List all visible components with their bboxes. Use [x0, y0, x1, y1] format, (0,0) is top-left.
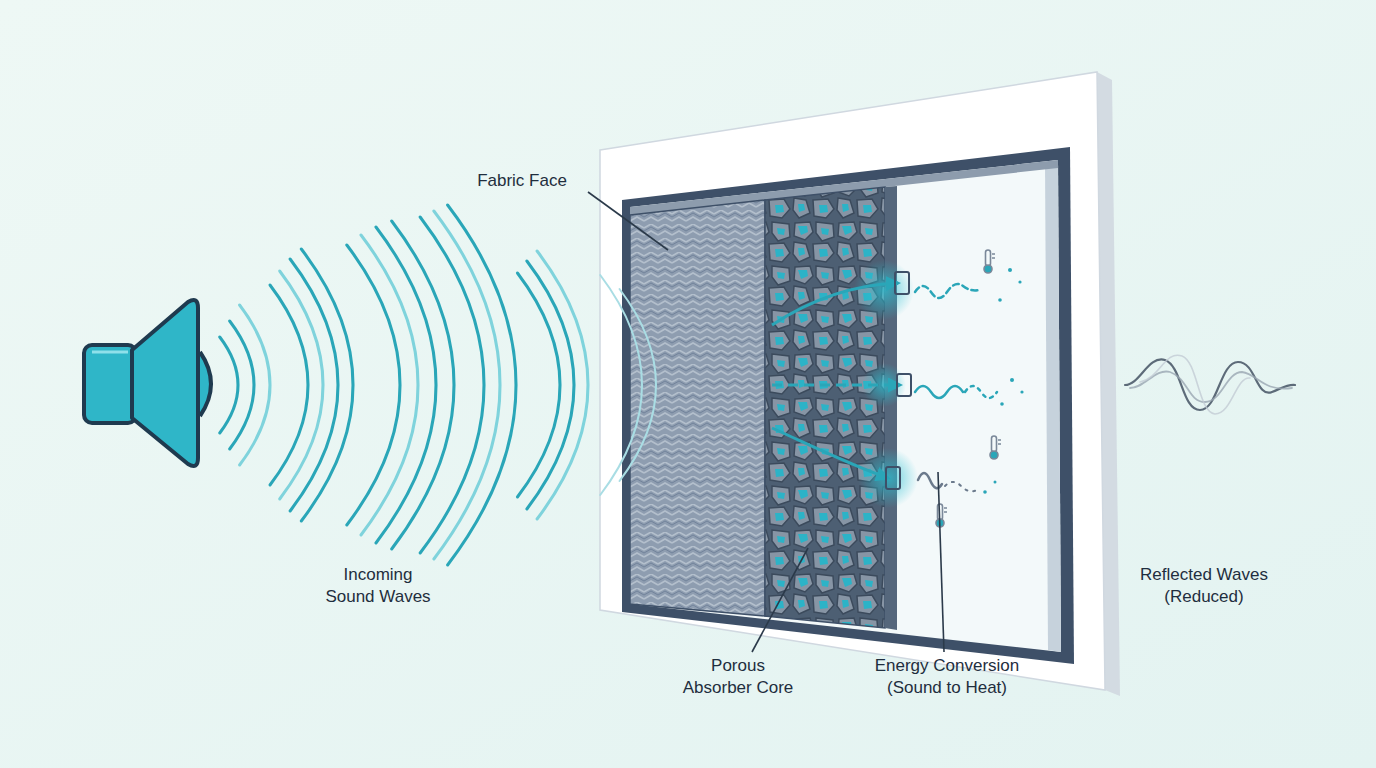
wave-arc [620, 289, 656, 481]
wave-arc [434, 211, 500, 559]
wave-arc [280, 271, 323, 499]
reflected-wave [1125, 355, 1295, 414]
wave-arc [420, 217, 484, 553]
wave-arc [392, 221, 454, 549]
wave-arc [448, 205, 516, 565]
wave-arc [600, 275, 642, 495]
absorption-arrows [772, 283, 900, 478]
wave-arc [220, 337, 238, 433]
part-label: Fabric Face [462, 170, 582, 192]
panel-cavity [630, 160, 1061, 652]
heat-dots [983, 268, 1023, 494]
wave-arc [537, 251, 588, 519]
wave-arc [301, 249, 353, 521]
part-label: Energy Conversion (Sound to Heat) [860, 655, 1035, 699]
fabric-face [630, 200, 765, 616]
wave-arc [270, 285, 308, 485]
porous-core [765, 187, 885, 628]
core-edge [885, 186, 897, 630]
arrow-tails [886, 272, 911, 489]
part-label: Porous Absorber Core [676, 655, 800, 699]
wave-arc [230, 321, 254, 449]
frame-inner-side [1045, 160, 1061, 652]
part-label: Reflected Waves (Reduced) [1129, 564, 1279, 608]
wave-arc [240, 305, 270, 465]
part-label: Incoming Sound Waves [318, 564, 438, 608]
speaker-icon [84, 300, 211, 466]
panel-frame [622, 147, 1074, 664]
leader-lines [588, 192, 944, 652]
thermometer-icons [936, 250, 1001, 527]
energy-glow [854, 260, 914, 320]
sound-waves [220, 205, 656, 565]
wall-plate [600, 72, 1105, 690]
heat-squiggles [915, 284, 997, 491]
